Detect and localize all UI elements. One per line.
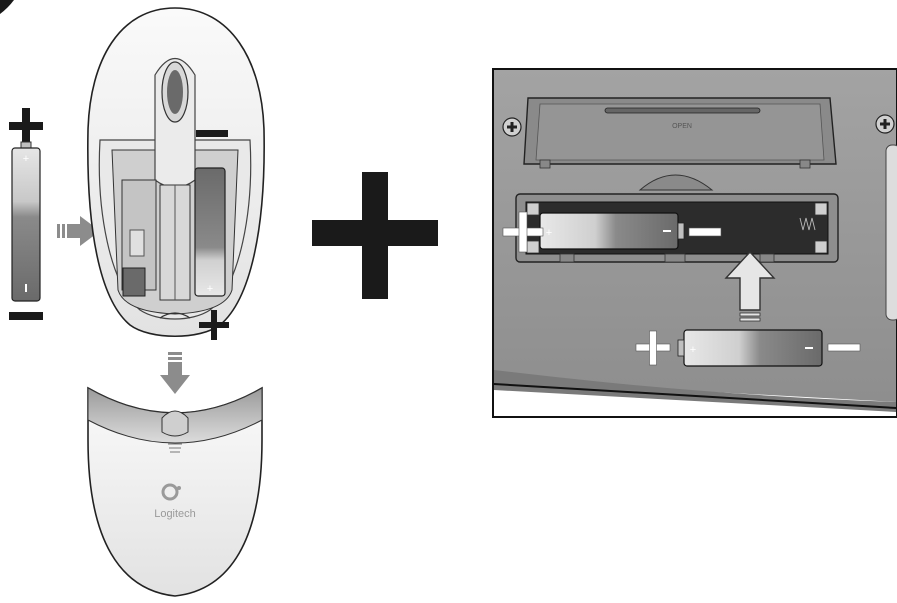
- big-plus-sign: [312, 172, 438, 299]
- svg-text:+: +: [690, 344, 696, 356]
- mouse-open-body: +: [87, 7, 265, 338]
- svg-text:+: +: [23, 153, 29, 165]
- screw-icon: [502, 117, 522, 137]
- svg-text:+: +: [546, 227, 552, 239]
- minus-sign-keyboard: [688, 227, 722, 237]
- plus-sign-keyboard: [502, 211, 544, 253]
- open-label: OPEN: [672, 123, 692, 130]
- screw-icon: [875, 114, 895, 134]
- aa-battery-loose-keyboard: +: [677, 329, 823, 367]
- battery-cover-lid: OPEN: [523, 97, 837, 191]
- minus-sign-loose-battery: [827, 343, 861, 352]
- plus-sign-top: [9, 108, 43, 144]
- logitech-logo-text: Logitech: [154, 508, 196, 520]
- insert-arrow-up: [724, 250, 776, 322]
- aa-battery-installed-keyboard: +: [539, 212, 685, 250]
- plus-sign-loose-battery: [635, 330, 671, 366]
- corner-fragment: [0, 0, 14, 14]
- insert-arrow-right: [57, 216, 100, 246]
- cover-arrow-down: [160, 352, 190, 394]
- mouse-cover: Logitech: [87, 386, 263, 597]
- aa-battery-installed-mouse: +: [194, 167, 226, 297]
- aa-battery-vertical: +: [11, 141, 41, 302]
- minus-sign-mouse: [196, 130, 228, 137]
- scroll-wheel: [154, 58, 196, 189]
- logitech-logo-icon: [161, 483, 181, 501]
- minus-sign-bottom: [9, 312, 43, 320]
- svg-text:+: +: [207, 283, 213, 295]
- loose-battery-group: +: [9, 108, 43, 320]
- plus-sign-mouse: [199, 310, 229, 340]
